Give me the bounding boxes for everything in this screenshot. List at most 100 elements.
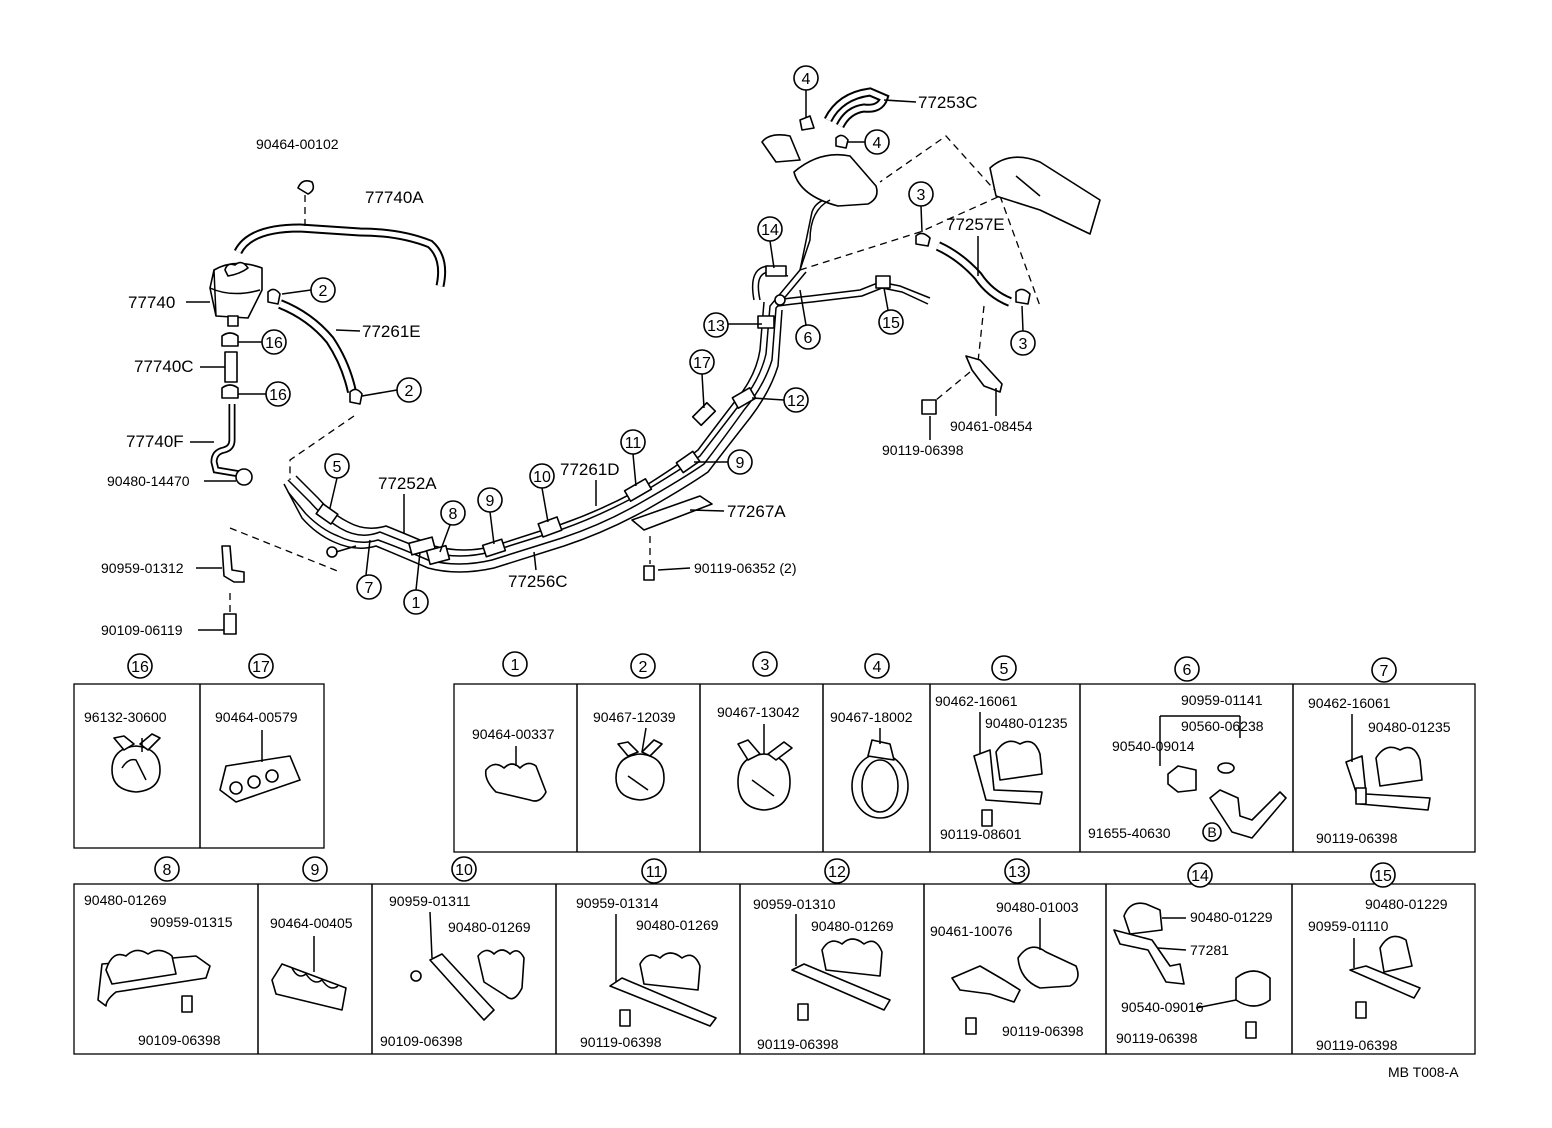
callout-2b: 2 bbox=[405, 383, 414, 400]
callout-7: 7 bbox=[365, 580, 374, 597]
label-90109-06119: 90109-06119 bbox=[101, 622, 183, 638]
canister-77740 bbox=[209, 261, 263, 327]
callout-11: 11 bbox=[625, 435, 642, 452]
inset-5-part-3: 90119-08601 bbox=[940, 826, 1022, 842]
inset-16-ref: 16 bbox=[131, 659, 149, 676]
label-77740f: 77740F bbox=[126, 432, 184, 451]
label-90119-06352: 90119-06352 (2) bbox=[694, 560, 796, 576]
label-77257e: 77257E bbox=[946, 215, 1005, 234]
label-90464-00102: 90464-00102 bbox=[256, 136, 339, 152]
label-90959-01312: 90959-01312 bbox=[101, 560, 184, 576]
main-assembly bbox=[209, 87, 1101, 635]
inset-17-ref: 17 bbox=[252, 659, 270, 676]
label-77261d: 77261D bbox=[560, 460, 620, 479]
plug-90480-14470 bbox=[235, 468, 253, 486]
inset-12-part-2: 90480-01269 bbox=[811, 918, 894, 934]
callout-10: 10 bbox=[533, 469, 551, 486]
callout-3b: 3 bbox=[1019, 336, 1028, 353]
inset-9-ref: 9 bbox=[311, 862, 320, 879]
callout-12: 12 bbox=[787, 393, 805, 410]
label-90461-08454: 90461-08454 bbox=[950, 418, 1033, 434]
label-77267a: 77267A bbox=[727, 502, 786, 521]
inset-13-part-2: 90461-10076 bbox=[930, 923, 1013, 939]
label-77252a: 77252A bbox=[378, 474, 437, 493]
label-77740: 77740 bbox=[128, 293, 175, 312]
hose-77740f bbox=[210, 404, 241, 478]
inset-7-part-2: 90480-01235 bbox=[1368, 719, 1451, 735]
inset-17-part-1: 90464-00579 bbox=[215, 709, 298, 725]
inset-12-part-1: 90959-01310 bbox=[753, 896, 836, 912]
callout-4a: 4 bbox=[802, 71, 811, 88]
inset-6-part-2: 90560-06238 bbox=[1181, 718, 1264, 734]
inset-8-part-3: 90109-06398 bbox=[138, 1032, 221, 1048]
inset-13-part-1: 90480-01003 bbox=[996, 899, 1079, 915]
label-77253c: 77253C bbox=[918, 93, 978, 112]
inset-5-part-1: 90462-16061 bbox=[935, 693, 1018, 709]
inset-8-ref: 8 bbox=[163, 862, 172, 879]
inset-10-part-2: 90480-01269 bbox=[448, 919, 531, 935]
inset-3-ref: 3 bbox=[761, 657, 770, 674]
inset-15-part-1: 90480-01229 bbox=[1365, 896, 1448, 912]
callout-3a: 3 bbox=[917, 187, 926, 204]
inset-15-part-2: 90959-01110 bbox=[1308, 918, 1389, 934]
callout-5: 5 bbox=[333, 459, 342, 476]
inset-2-part-1: 90467-12039 bbox=[593, 709, 676, 725]
callout-8: 8 bbox=[449, 506, 458, 523]
inset-12-part-3: 90119-06398 bbox=[757, 1036, 839, 1052]
callout-14: 14 bbox=[761, 222, 779, 239]
inset-10-ref: 10 bbox=[455, 862, 473, 879]
inset-12-ref: 12 bbox=[828, 864, 846, 881]
label-77740c: 77740C bbox=[134, 357, 194, 376]
inset-10-part-3: 90109-06398 bbox=[380, 1033, 463, 1049]
main-labels: 90464-00102 77740A 77740 77740C 77740F 9… bbox=[101, 93, 1033, 638]
callout-2a: 2 bbox=[319, 283, 328, 300]
inset-row-1: 16 96132-30600 17 90464-00579 1 90464-00… bbox=[73, 651, 1476, 853]
hose-77740c bbox=[224, 351, 238, 383]
inset-14-part-4: 90119-06398 bbox=[1116, 1030, 1198, 1046]
callout-1: 1 bbox=[412, 595, 421, 612]
inset-7-ref: 7 bbox=[1380, 663, 1389, 680]
label-77256c: 77256C bbox=[508, 572, 568, 591]
callout-9a: 9 bbox=[486, 493, 495, 510]
inset-6-ref: 6 bbox=[1183, 662, 1192, 679]
inset-3-part-1: 90467-13042 bbox=[717, 704, 800, 720]
inset-8-part-1: 90480-01269 bbox=[84, 892, 167, 908]
label-90480-14470: 90480-14470 bbox=[107, 473, 190, 489]
label-90119-06398: 90119-06398 bbox=[882, 442, 964, 458]
inset-7-part-3: 90119-06398 bbox=[1316, 830, 1398, 846]
inset-11-part-1: 90959-01314 bbox=[576, 895, 659, 911]
inset-14-part-2: 77281 bbox=[1190, 942, 1229, 958]
inset-13-part-3: 90119-06398 bbox=[1002, 1023, 1084, 1039]
inset-10-part-1: 90959-01311 bbox=[389, 893, 471, 909]
label-77261e: 77261E bbox=[362, 322, 421, 341]
inset-14-ref: 14 bbox=[1191, 868, 1209, 885]
inset-5-part-2: 90480-01235 bbox=[985, 715, 1068, 731]
callout-13: 13 bbox=[707, 318, 725, 335]
inset-5-ref: 5 bbox=[1000, 661, 1009, 678]
inset-11-ref: 11 bbox=[646, 864, 663, 881]
label-77740a: 77740A bbox=[365, 188, 424, 207]
inset-15-ref: 15 bbox=[1374, 868, 1392, 885]
inset-1-ref: 1 bbox=[511, 657, 520, 674]
callout-6: 6 bbox=[804, 330, 813, 347]
inset-6-part-3: 90540-09014 bbox=[1112, 738, 1195, 754]
inset-1-part-1: 90464-00337 bbox=[472, 726, 555, 742]
inset-9-part-1: 90464-00405 bbox=[270, 915, 353, 931]
inset-15-part-3: 90119-06398 bbox=[1316, 1037, 1398, 1053]
inset-8-part-2: 90959-01315 bbox=[150, 914, 233, 930]
inset-row-2: 8 90480-01269 90959-01315 90109-06398 9 … bbox=[73, 856, 1476, 1055]
inset-11-part-2: 90480-01269 bbox=[636, 917, 719, 933]
inset-2-ref: 2 bbox=[639, 659, 648, 676]
callout-17: 17 bbox=[693, 355, 711, 372]
inset-14-part-3: 90540-09016 bbox=[1121, 999, 1204, 1015]
inset-16-part-1: 96132-30600 bbox=[84, 709, 167, 725]
inset-14-part-1: 90480-01229 bbox=[1190, 909, 1273, 925]
inset-7-part-1: 90462-16061 bbox=[1308, 695, 1391, 711]
callout-15: 15 bbox=[882, 315, 900, 332]
callout-16a: 16 bbox=[265, 335, 283, 352]
inset-6-part-1: 90959-01141 bbox=[1181, 692, 1263, 708]
bracket-77267a bbox=[631, 495, 713, 531]
inset-6-part-4: 91655-40630 bbox=[1088, 825, 1171, 841]
